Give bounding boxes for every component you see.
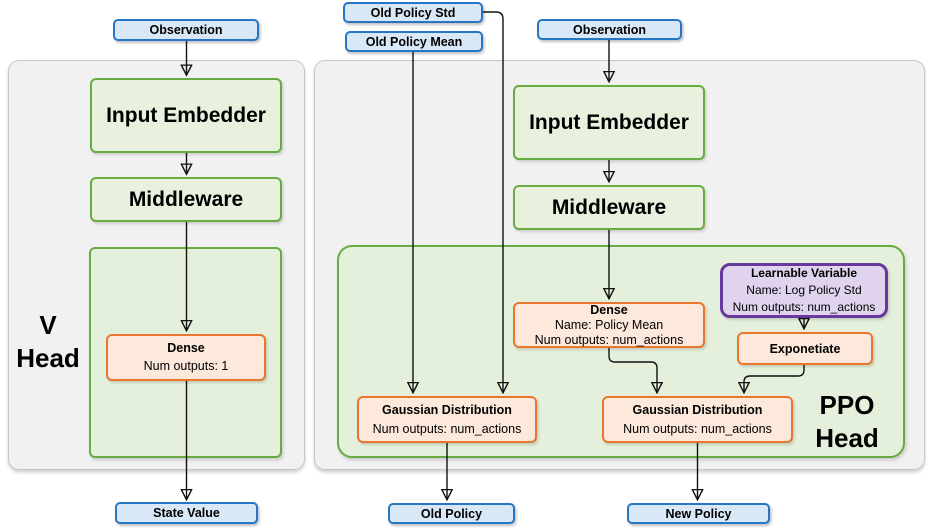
gaussian-outputs: Num outputs: num_actions xyxy=(623,421,772,436)
learnable-title: Learnable Variable xyxy=(750,266,858,280)
ppo-head-title: PPO Head xyxy=(801,389,893,455)
dense-outputs: Num outputs: num_actions xyxy=(534,333,684,347)
new-policy-label: New Policy xyxy=(665,506,732,521)
observation-label: Observation xyxy=(149,23,223,37)
observation-input-v: Observation xyxy=(113,19,259,41)
gaussian-outputs: Num outputs: num_actions xyxy=(372,421,522,436)
v-head-title-line2: Head xyxy=(16,343,80,374)
old-policy-mean-input: Old Policy Mean xyxy=(345,31,483,52)
old-policy-std-input: Old Policy Std xyxy=(343,2,483,23)
dense-name: Name: Policy Mean xyxy=(554,318,664,332)
middleware-label: Middleware xyxy=(128,187,244,211)
dense-title: Dense xyxy=(167,341,205,355)
old-policy-label: Old Policy xyxy=(420,506,483,521)
old-policy-output: Old Policy xyxy=(388,503,515,524)
v-head-title-line1: V xyxy=(39,310,57,340)
observation-label: Observation xyxy=(573,22,646,37)
middleware-node-v: Middleware xyxy=(90,177,282,222)
exponetiate-node: Exponetiate xyxy=(737,332,873,365)
ppo-head-title-line1: PPO xyxy=(819,390,875,420)
input-embedder-node-ppo: Input Embedder xyxy=(513,85,705,160)
observation-input-ppo: Observation xyxy=(537,19,682,40)
ppo-head-title-line2: Head xyxy=(815,423,879,454)
dense-title: Dense xyxy=(590,303,628,317)
state-value-output: State Value xyxy=(115,502,258,524)
gaussian-distribution-old-node: Gaussian Distribution Num outputs: num_a… xyxy=(357,396,537,443)
old-policy-std-label: Old Policy Std xyxy=(370,5,456,20)
gaussian-title: Gaussian Distribution xyxy=(632,402,763,417)
middleware-label: Middleware xyxy=(551,195,667,219)
state-value-label: State Value xyxy=(153,506,220,520)
input-embedder-label: Input Embedder xyxy=(106,103,266,127)
learnable-name: Name: Log Policy Std xyxy=(746,283,862,297)
gaussian-distribution-new-node: Gaussian Distribution Num outputs: num_a… xyxy=(602,396,793,443)
middleware-node-ppo: Middleware xyxy=(513,185,705,230)
exponetiate-label: Exponetiate xyxy=(769,341,841,356)
new-policy-output: New Policy xyxy=(627,503,770,524)
dense-policy-mean-node: Dense Name: Policy Mean Num outputs: num… xyxy=(513,302,705,348)
input-embedder-label: Input Embedder xyxy=(529,110,689,134)
learnable-outputs: Num outputs: num_actions xyxy=(732,300,876,314)
v-head-title: V Head xyxy=(8,309,88,375)
old-policy-mean-label: Old Policy Mean xyxy=(365,34,463,49)
gaussian-title: Gaussian Distribution xyxy=(382,402,512,417)
dense-outputs: Num outputs: 1 xyxy=(143,359,229,373)
learnable-variable-node: Learnable Variable Name: Log Policy Std … xyxy=(720,263,888,318)
input-embedder-node-v: Input Embedder xyxy=(90,78,282,153)
dense-node-v: Dense Num outputs: 1 xyxy=(106,334,266,381)
